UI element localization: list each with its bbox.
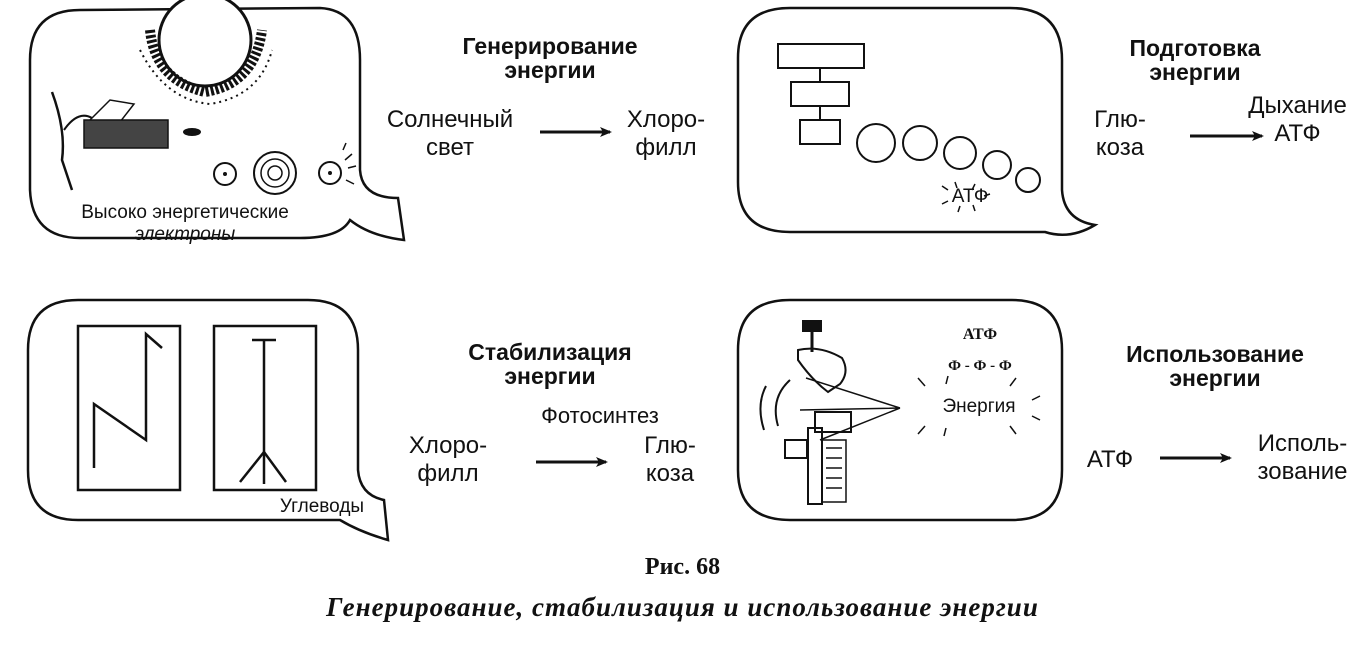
figure-number: Рис. 68 [644, 554, 721, 580]
label-photosynthesis: Фотосинтез [541, 403, 659, 428]
label-energy: Энергия [942, 396, 1016, 417]
label-usage: Исполь-зование [1257, 430, 1348, 485]
label-glucose: Глю-коза [1094, 106, 1146, 161]
label-carbohydrates: Углеводы [279, 496, 365, 517]
label-atp-usage: АТФ [1086, 446, 1134, 473]
bubble-stabilization [26, 298, 390, 542]
sun-icon [139, 0, 273, 106]
label-chlorophyll: Хлоро-филл [626, 106, 706, 161]
bubble-usage [736, 298, 1064, 522]
label-chlorophyll-2: Хлоро-филл [408, 432, 488, 487]
bubble-generation [28, 6, 406, 242]
label-glucose-2: Глю-коза [644, 432, 696, 487]
bubble-preparation [736, 6, 1099, 237]
label-atp-bubble: АТФ [951, 186, 989, 207]
label-atp-bubble-2: АТФ [962, 326, 998, 343]
label-phosphate-formula: Ф - Ф - Ф [948, 358, 1012, 374]
tree-icon [50, 91, 201, 191]
figure-title: Генерирование, стабилизация и использова… [326, 592, 1039, 622]
energy-usage-drawing [759, 320, 1041, 505]
carbohydrate-diagram [76, 324, 318, 492]
electron-circles [213, 142, 357, 195]
glucose-breakdown-diagram [777, 43, 1041, 213]
